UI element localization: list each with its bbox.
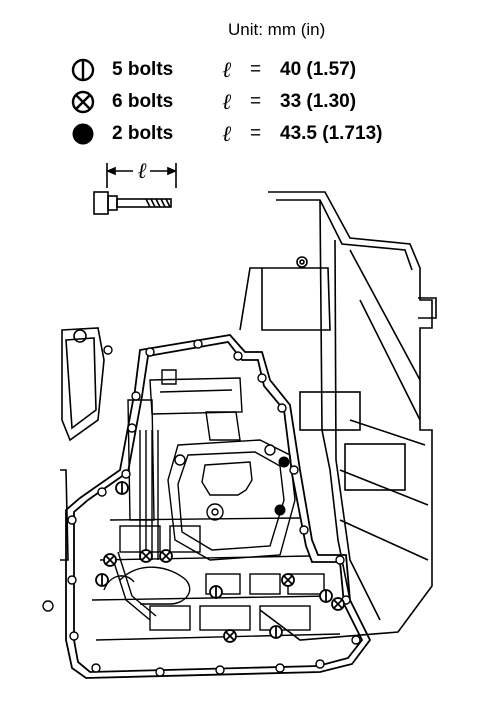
equals-sign: = <box>250 123 262 144</box>
circle-with-vertical-bar-icon <box>70 57 96 83</box>
bolt-length-symbol: ℓ <box>137 159 147 184</box>
legend-row-40mm: 5 bolts ℓ = 40 (1.57) <box>70 54 382 86</box>
left-housing <box>60 327 105 561</box>
equals-sign: = <box>250 91 262 112</box>
transmission-case <box>239 191 437 641</box>
unit-label: Unit: mm (in) <box>228 20 326 39</box>
bolt-length-value: 33 (1.30) <box>280 91 357 112</box>
bolt-length-value: 40 (1.57) <box>280 59 357 80</box>
bolt-40mm-markers <box>95 481 333 639</box>
bolt-43-5mm-markers <box>274 456 290 516</box>
bolt-length-sketch <box>93 163 178 215</box>
length-symbol: ℓ <box>222 122 232 147</box>
legend-row-43-5mm: 2 bolts ℓ = 43.5 (1.713) <box>70 118 382 150</box>
equals-sign: = <box>250 59 262 80</box>
bolt-count: 5 bolts <box>112 59 174 80</box>
bolt-length-value: 43.5 (1.713) <box>280 123 383 144</box>
circle-with-x-icon <box>70 89 96 115</box>
oil-pan-gasket <box>65 334 372 679</box>
legend-row-33mm: 6 bolts ℓ = 33 (1.30) <box>70 86 382 118</box>
length-symbol: ℓ <box>222 58 232 83</box>
bolt-count: 2 bolts <box>112 123 174 144</box>
plain-bolt-heads <box>42 339 361 677</box>
bolt-count: 6 bolts <box>112 91 174 112</box>
bolt-legend: 5 bolts ℓ = 40 (1.57) 6 bolts ℓ = 33 (1.… <box>70 54 382 150</box>
valve-body-internals <box>91 369 341 641</box>
bolt-33mm-markers <box>103 549 345 643</box>
length-symbol: ℓ <box>222 90 232 115</box>
filled-circle-icon <box>70 121 96 147</box>
